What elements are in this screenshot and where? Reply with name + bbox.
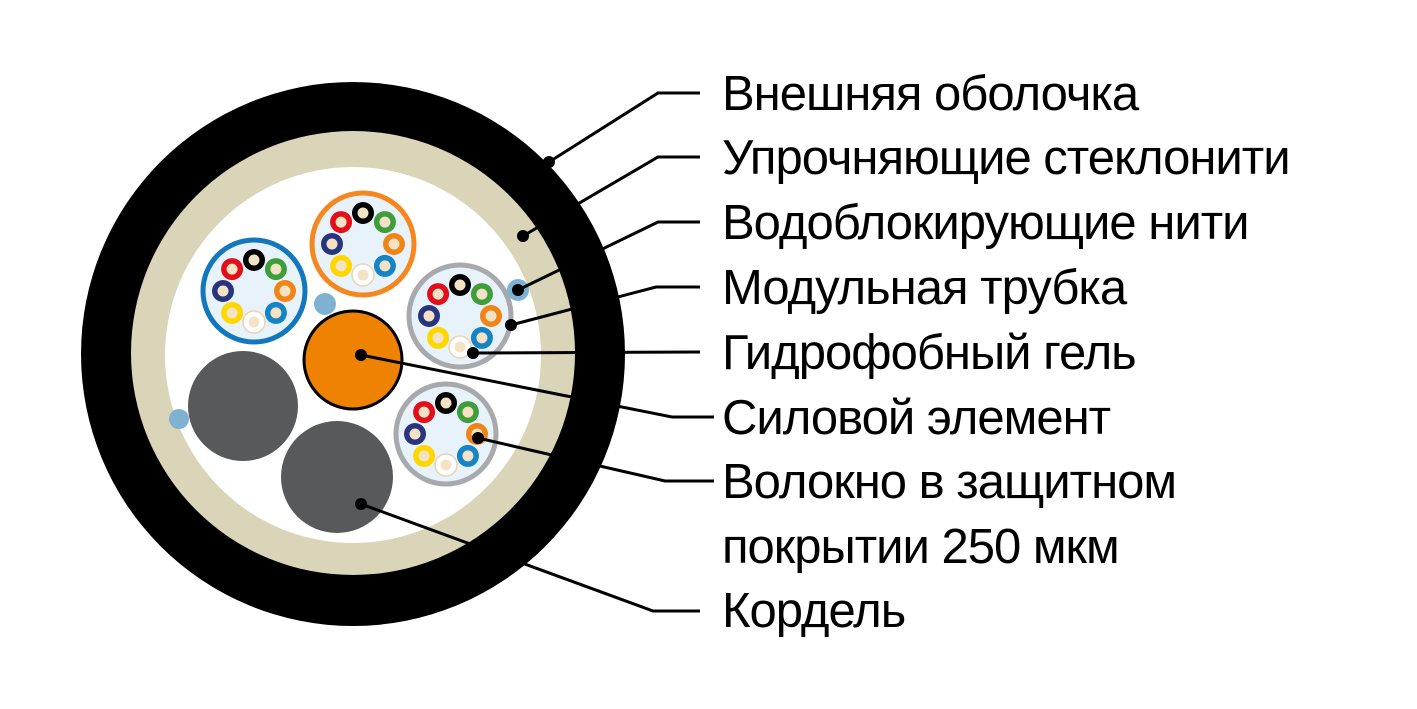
fiber-core [379,216,391,228]
leader-line-glass-yarns [522,155,700,238]
leader-line-outer-sheath [548,91,700,164]
fiber-core [248,254,260,266]
label-strength-member: Силовой элемент [722,391,1111,445]
fiber-core [335,216,347,228]
fiber-core [248,316,260,328]
leader-dot-glass-yarns [517,230,529,242]
fiber-core [418,406,430,418]
leader-lines [355,91,714,613]
strength-member [302,309,404,411]
fiber-core [432,332,444,344]
label-water-threads: Водоблокирующие нити [722,196,1249,250]
label-glass-yarns: Упрочняющие стеклонити [722,131,1290,185]
fiber-core [418,450,430,462]
label-coated-fiber-line1: Волокно в защитном [722,455,1176,509]
filler-cord [188,351,298,461]
fiber-core [270,307,282,319]
leader-dot-strength-member [355,349,367,361]
fiber-core [485,310,497,322]
leader-dot-outer-sheath [543,156,555,168]
fiber-core [440,397,452,409]
fiber-core [462,450,474,462]
fiber-core [357,207,369,219]
leader-line-strength-member [360,353,714,419]
callout-labels: Внешняя оболочка Упрочняющие стеклонити … [722,67,1291,638]
cable-cross-section [81,82,625,626]
water-blocking-thread [169,409,189,429]
fiber-core [379,260,391,272]
module-tubes [200,190,514,487]
fiber-core [476,288,488,300]
label-outer-sheath: Внешняя оболочка [722,67,1140,121]
fiber-core [454,279,466,291]
fiber-core [357,269,369,281]
fiber-core [462,406,474,418]
leader-line-filler-cord [360,502,700,613]
fiber-core [409,428,421,440]
water-blocking-thread [314,293,336,315]
leader-line-module-tube [510,285,700,327]
fiber-core [388,238,400,250]
leader-dot-gel [467,347,479,359]
fiber-core [217,285,229,297]
fiber-core [335,260,347,272]
fiber-core [432,288,444,300]
fiber-core [476,332,488,344]
fiber-core [226,263,238,275]
fiber-core [423,310,435,322]
leader-dot-module-tube [505,319,517,331]
leader-line-water-threads [517,220,700,292]
label-filler-cord: Кордель [722,584,905,638]
leader-line-coated-fiber [477,436,714,483]
filler-cord [281,421,393,533]
leader-line-gel [472,350,701,355]
label-gel: Гидрофобный гель [722,326,1136,380]
leader-dot-filler-cord [355,498,367,510]
label-module-tube: Модульная трубка [722,261,1128,315]
fiber-core [440,459,452,471]
fiber-core [226,307,238,319]
leader-dot-coated-fiber [472,432,484,444]
fiber-core [326,238,338,250]
fiber-core [270,263,282,275]
fiber-core [279,285,291,297]
fiber-core [454,341,466,353]
leader-dot-water-threads [512,284,524,296]
label-coated-fiber-line2: покрытии 250 мкм [722,520,1119,574]
